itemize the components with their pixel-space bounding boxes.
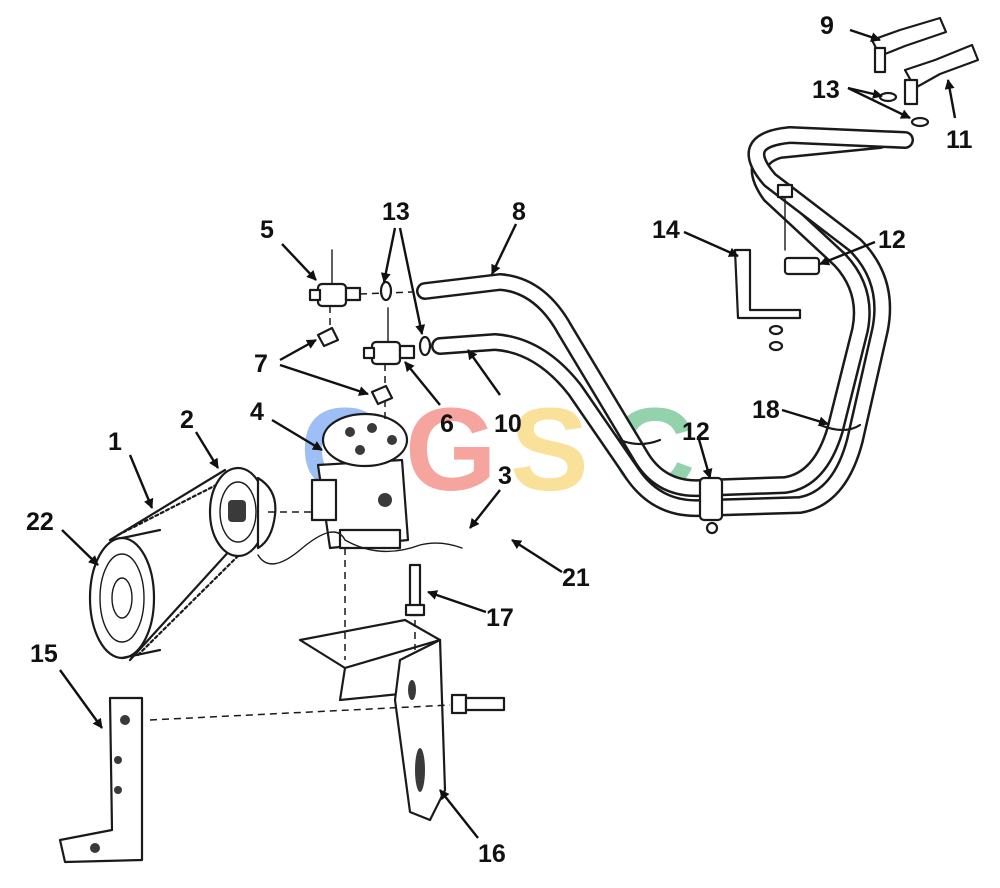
quick-couplers [870, 16, 980, 128]
callout-6: 6 [440, 410, 454, 438]
o-rings [379, 280, 432, 357]
callout-22: 22 [26, 508, 54, 536]
clutch-wire [257, 531, 463, 565]
compressor [268, 412, 410, 550]
fitting-suction [308, 249, 413, 308]
bolt [404, 563, 426, 650]
callout-7: 7 [254, 350, 268, 378]
compressor-clutch [208, 466, 277, 558]
callout-13-fittings: 13 [382, 198, 410, 226]
callout-18: 18 [752, 396, 780, 424]
callout-9: 9 [820, 12, 834, 40]
callout-11: 11 [946, 126, 973, 154]
hose-clamps [618, 256, 862, 535]
drive-belt [108, 468, 240, 662]
callout-1: 1 [108, 428, 122, 456]
callout-15: 15 [30, 640, 58, 668]
callout-labels: 1 2 3 4 5 6 7 8 9 10 11 12 12 13 13 14 1… [26, 12, 973, 868]
watermark-letter-2: G [405, 384, 497, 516]
callout-leaders [59, 28, 957, 839]
callout-21: 21 [562, 564, 590, 592]
callout-13-couplers: 13 [812, 76, 840, 104]
callout-16: 16 [478, 840, 506, 868]
watermark: C G S C [300, 384, 695, 516]
callout-12-lower: 12 [682, 418, 710, 446]
mounting-bracket [298, 548, 447, 822]
callout-17: 17 [486, 604, 514, 632]
fitting-discharge [329, 306, 416, 420]
callout-8: 8 [512, 198, 526, 226]
callout-12-upper: 12 [878, 226, 906, 254]
callout-14: 14 [652, 216, 680, 244]
refrigerant-hoses [416, 126, 914, 518]
callout-10: 10 [494, 410, 522, 438]
callout-2: 2 [180, 406, 194, 434]
callout-4: 4 [250, 398, 264, 426]
gaskets [316, 326, 394, 406]
hose-bracket [733, 183, 802, 352]
pulley [88, 528, 162, 660]
callout-5: 5 [260, 216, 274, 244]
side-bolt [450, 693, 506, 715]
callout-3: 3 [498, 462, 512, 490]
support-bracket [58, 696, 451, 864]
